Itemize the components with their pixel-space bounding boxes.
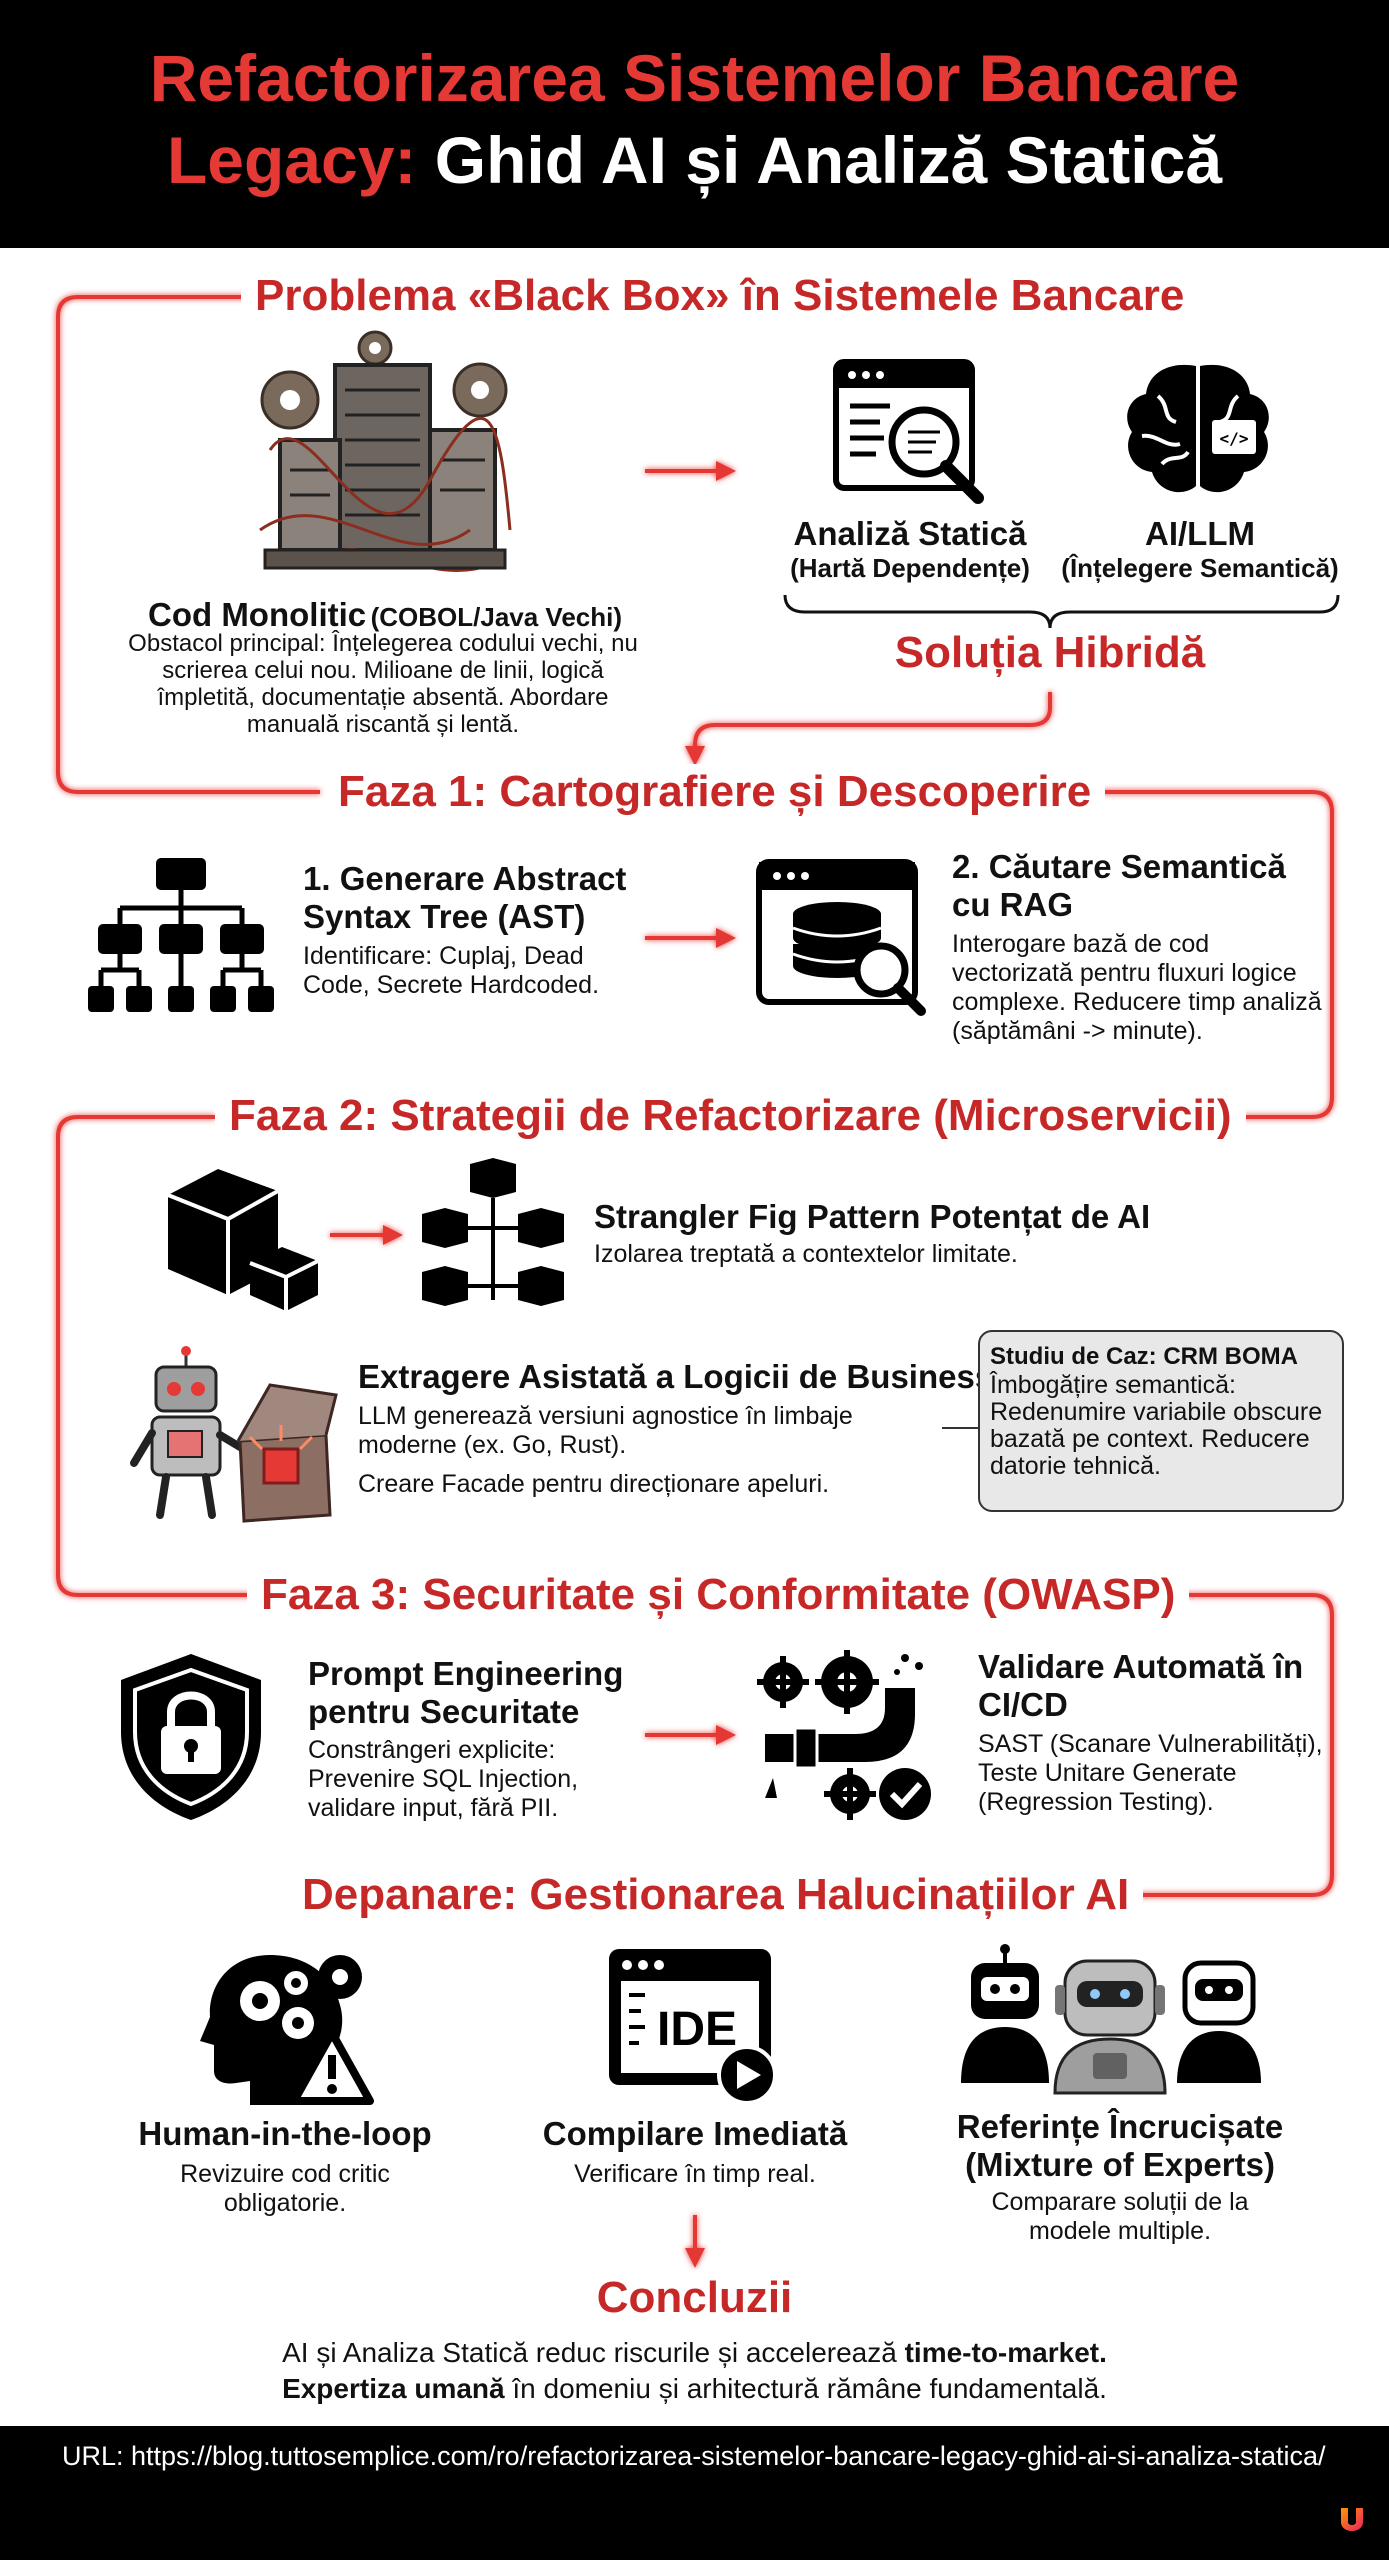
strangler-description: Izolarea treptată a contextelor limitate… <box>594 1240 1018 1268</box>
extract-title: Extragere Asistată a Logicii de Business <box>358 1358 994 1395</box>
compile-description: Verificare în timp real. <box>574 2160 816 2188</box>
mixture-of-experts-robots-icon <box>961 1944 1261 2095</box>
static-analysis-icon <box>833 359 984 504</box>
ast-description: Identificare: Cuplaj, Dead Code, Secrete… <box>303 942 600 999</box>
conclusions-line1: AI și Analiza Statică reduc riscurile și… <box>282 2337 1107 2368</box>
microservices-icon <box>422 1158 564 1306</box>
hybrid-solution-label: Soluția Hibridă <box>894 628 1206 677</box>
section-title-phase3: Faza 3: Securitate și Conformitate (OWAS… <box>247 1567 1190 1623</box>
monolith-server-icon <box>259 330 512 572</box>
security-shield-lock-icon <box>121 1654 261 1820</box>
page-title-red-part: Legacy: <box>166 123 417 197</box>
ci-cd-pipeline-icon <box>757 1650 931 1820</box>
cross-references-title: Referințe Încrucișate (Mixture of Expert… <box>956 2108 1284 2183</box>
solution-bracket <box>783 594 1340 629</box>
section-title-conclusions: Concluzii <box>596 2273 793 2322</box>
monolith-blocks-icon <box>167 1169 319 1311</box>
ide-compile-icon: IDE <box>609 1949 777 2105</box>
connector-top-loop <box>56 295 320 794</box>
section-title-debug: Depanare: Gestionarea Halucinațiilor AI <box>288 1867 1144 1923</box>
prompt-security-description: Constrângeri explicite: Prevenire SQL In… <box>308 1736 579 1822</box>
footer-url-link[interactable]: URL: https://blog.tuttosemplice.com/ro/r… <box>62 2441 1326 2471</box>
ast-tree-icon <box>88 858 274 1012</box>
connector-phase1-right <box>1060 790 1334 1119</box>
ci-validation-description: SAST (Scanare Vulnerabilități), Teste Un… <box>978 1730 1323 1816</box>
svg-text:</>: </> <box>1220 429 1249 448</box>
ai-llm-label: AI/LLM (Înțelegere Semantică) <box>1061 515 1339 583</box>
conclusions-line2: Expertiza umană în domeniu și arhitectur… <box>282 2373 1107 2404</box>
ci-validation-title: Validare Automată în CI/CD <box>978 1648 1304 1723</box>
connector-phase3-right <box>1095 1593 1334 1897</box>
section-title-problem: Problema «Black Box» în Sistemele Bancar… <box>241 268 1199 324</box>
monolith-title: Cod Monolitic (COBOL/Java Vechi) <box>148 596 623 633</box>
page-title-line2: Legacy: Ghid AI și Analiză Statică <box>0 122 1389 198</box>
case-study-box: Studiu de Caz: CRM BOMA Îmbogățire seman… <box>978 1330 1344 1512</box>
ide-label: IDE <box>657 2003 737 2056</box>
human-in-loop-description: Revizuire cod critic obligatorie. <box>180 2160 390 2217</box>
connector-hybrid-to-phase1 <box>685 692 1052 766</box>
brand-logo-icon <box>1341 2508 1363 2531</box>
human-in-loop-title: Human-in-the-loop <box>138 2115 432 2152</box>
page-title-white-part: Ghid AI și Analiză Statică <box>416 123 1223 197</box>
ast-title: 1. Generare Abstract Syntax Tree (AST) <box>303 860 627 935</box>
footer-bar <box>0 2426 1389 2560</box>
extract-description-1: LLM generează versiuni agnostice în limb… <box>358 1402 853 1459</box>
header-bar <box>0 0 1389 248</box>
monolith-subtitle: (COBOL/Java Vechi) <box>370 602 623 632</box>
case-study-title: Studiu de Caz: CRM BOMA <box>990 1343 1298 1370</box>
section-title-phase2: Faza 2: Strategii de Refactorizare (Micr… <box>215 1088 1246 1144</box>
ai-brain-icon: </> <box>1127 364 1269 493</box>
rag-description: Interogare bază de cod vectorizată pentr… <box>952 930 1322 1045</box>
cross-references-description: Comparare soluții de la modele multiple. <box>991 2188 1249 2245</box>
case-study-description: Îmbogățire semantică: Redenumire variabi… <box>990 1371 1323 1480</box>
human-head-gears-icon <box>200 1955 374 2105</box>
page-title-line1: Refactorizarea Sistemelor Bancare <box>149 41 1240 115</box>
prompt-security-title: Prompt Engineering pentru Securitate <box>308 1655 624 1730</box>
monolith-description: Obstacol principal: Înțelegerea codului … <box>128 630 638 738</box>
static-analysis-label: Analiză Statică (Hartă Dependențe) <box>790 515 1030 583</box>
extract-description-2: Creare Facade pentru direcționare apelur… <box>358 1470 830 1498</box>
compile-title: Compilare Imediată <box>542 2115 848 2152</box>
section-title-phase1: Faza 1: Cartografiere și Descoperire <box>324 764 1106 820</box>
connector-phase2-left <box>56 1115 250 1597</box>
rag-database-icon <box>756 859 926 1016</box>
robot-extract-icon <box>130 1346 338 1523</box>
rag-title: 2. Căutare Semantică cu RAG <box>952 848 1286 923</box>
strangler-title: Strangler Fig Pattern Potențat de AI <box>594 1198 1151 1235</box>
